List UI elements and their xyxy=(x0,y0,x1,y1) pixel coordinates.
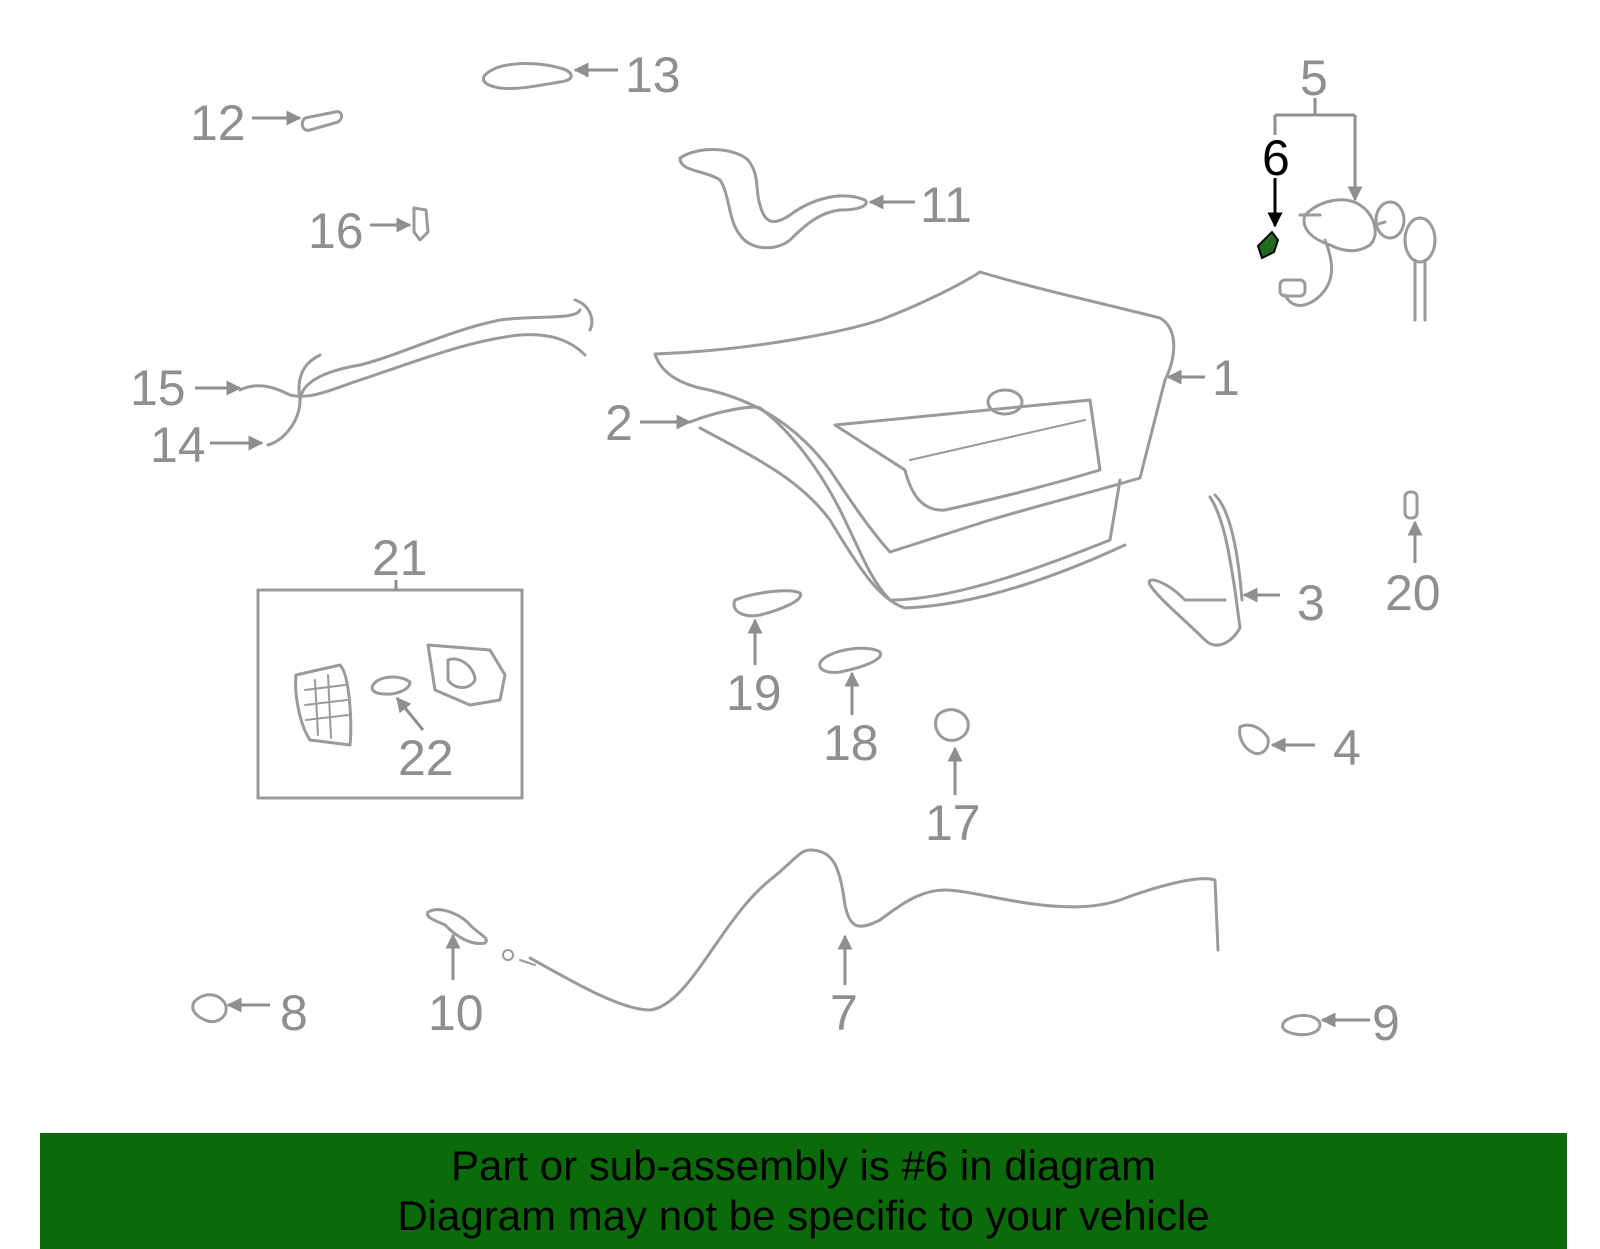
part-14-15-torsion-bars xyxy=(238,298,594,447)
part-8-cap xyxy=(191,993,228,1024)
callout-2: 2 xyxy=(605,395,633,451)
callout-21: 21 xyxy=(372,530,428,586)
part-22-bulb xyxy=(370,675,412,696)
callout-1: 1 xyxy=(1212,350,1240,406)
callout-9: 9 xyxy=(1372,995,1400,1051)
part-7-release-cable xyxy=(502,848,1220,1012)
part-5-lock-assembly xyxy=(1278,198,1437,322)
callout-4: 4 xyxy=(1333,720,1361,776)
part-16-clip xyxy=(412,206,430,242)
callout-15: 15 xyxy=(130,360,186,416)
part-21-lamp-assembly xyxy=(256,588,524,800)
part-9-clip xyxy=(1281,1014,1322,1037)
callout-numbers: 1 2 3 4 5 6 7 8 9 10 11 12 13 14 15 16 1… xyxy=(130,47,1441,1051)
callout-14: 14 xyxy=(150,417,206,473)
callout-20: 20 xyxy=(1385,565,1441,621)
banner-line-2: Diagram may not be specific to your vehi… xyxy=(397,1192,1210,1239)
banner-line-1: Part or sub-assembly is #6 in diagram xyxy=(451,1142,1156,1189)
part-4-bumper xyxy=(1238,723,1270,756)
part-3-hinge xyxy=(1147,493,1244,647)
part-1-trunk-lid xyxy=(653,270,1176,554)
callout-11: 11 xyxy=(920,177,972,233)
part-11-hinge-arm xyxy=(678,148,868,250)
part-6-highlighted xyxy=(1256,230,1280,260)
callout-10: 10 xyxy=(428,985,484,1041)
callout-5: 5 xyxy=(1300,50,1328,106)
part-10-clamp xyxy=(426,908,488,945)
callout-13: 13 xyxy=(625,47,681,103)
callout-3: 3 xyxy=(1297,575,1325,631)
part-17-stopper xyxy=(934,708,970,742)
info-banner: Part or sub-assembly is #6 in diagram Di… xyxy=(40,1133,1567,1249)
callout-arrows xyxy=(195,62,1423,1028)
part-13-bracket xyxy=(482,62,573,90)
part-2-weatherstrip xyxy=(688,405,1127,610)
callout-16: 16 xyxy=(308,203,364,259)
callout-7: 7 xyxy=(830,985,858,1041)
callout-22: 22 xyxy=(398,730,454,786)
part-19-handle xyxy=(732,589,803,618)
part-20-plug xyxy=(1403,490,1419,520)
callout-12: 12 xyxy=(190,95,246,151)
callout-8: 8 xyxy=(280,985,308,1041)
part-12-bolt xyxy=(300,110,344,132)
callout-18: 18 xyxy=(823,715,879,771)
callout-6: 6 xyxy=(1262,130,1290,186)
callout-19: 19 xyxy=(726,665,782,721)
callout-17: 17 xyxy=(925,795,981,851)
part-18-handle xyxy=(818,646,883,674)
